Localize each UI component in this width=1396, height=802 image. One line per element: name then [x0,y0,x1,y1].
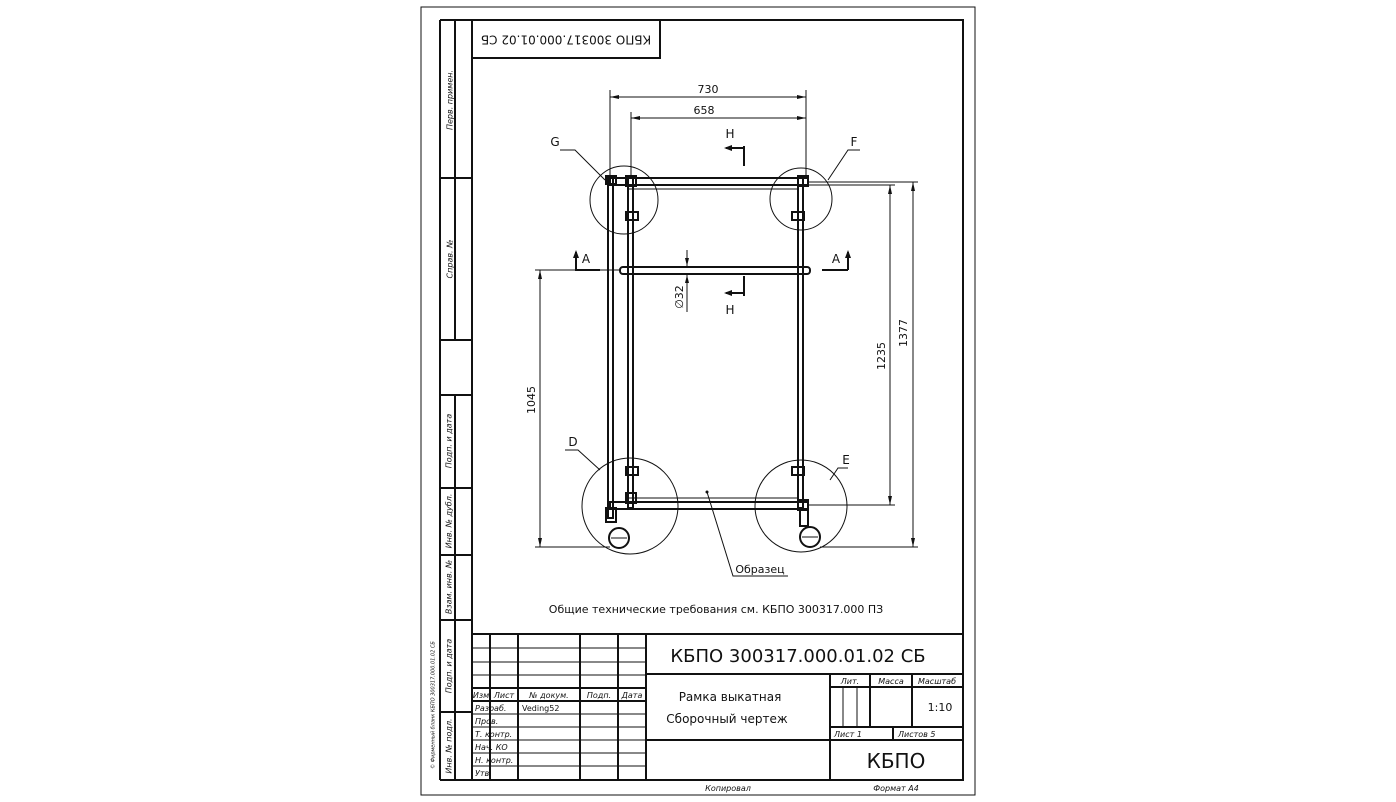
clamp [625,466,639,476]
rotated-code-box: КБПО 300317.000.01.02 СБ [471,19,661,59]
left-outer-rail [607,177,614,519]
sheet-border [420,6,976,796]
perv-primen-label: Перв. примен. [446,70,455,130]
role-utv: Утв. [475,769,492,778]
clamp [605,175,617,185]
clamp [625,492,637,504]
scale-label: Масштаб [918,677,956,686]
dim-658: 658 [694,104,715,117]
role-n-kontr: Н. контр. [475,756,513,765]
role-razrab: Разраб. [475,704,506,713]
detail-circle-D [581,457,679,555]
role-prov: Пров. [475,717,498,726]
scale-value: 1:10 [928,701,953,714]
frame-drawing: G F D E [550,135,860,555]
lit-label: Лит. [840,677,859,686]
podp-data-label-2: Подп. и дата [445,639,454,694]
designation: КБПО 300317.000.01.02 СБ [670,646,925,667]
wheel [799,526,821,548]
detail-circle-E [754,459,848,553]
podp-data-label-1: Подп. и дата [445,414,454,469]
detail-circle-G [589,165,659,235]
sample-label: Образец [735,563,784,576]
section-A-left: A [582,252,591,266]
clamp [625,211,639,221]
section-A-right: A [832,252,841,266]
dim-1235: 1235 [875,342,888,370]
sample-callout: Образец [705,490,788,577]
label-E: E [842,453,850,467]
developer-name: Veding52 [522,704,559,713]
rotated-code: КБПО 300317.000.01.02 СБ [481,33,651,47]
dim-1377: 1377 [897,319,910,347]
copied-label: Копировал [705,784,751,793]
dim-d32: ∅32 [673,285,686,309]
name-line2: Сборочный чертеж [666,712,788,726]
section-markers: A A H H [573,127,851,317]
clamp [791,466,805,476]
clamp [791,211,805,221]
org-name: КБПО [867,749,926,773]
label-F: F [851,135,858,149]
dim-1045: 1045 [525,386,538,414]
label-G: G [550,135,559,149]
role-t-kontr: Т. контр. [475,730,512,739]
col-list: Лист [493,691,515,700]
mass-label: Масса [878,677,904,686]
col-doc-no: № докум. [528,691,568,700]
middle-crossbar [619,266,811,275]
col-izm: Изм [473,691,489,700]
name-line1: Рамка выкатная [679,690,782,704]
tiny-note: © Фирменный бланк КБПО 300317.000.01.02 … [430,641,437,769]
clamp [605,507,617,523]
right-rail [797,177,804,509]
col-date: Дата [621,691,643,700]
col-sign: Подп. [587,691,611,700]
sheet-label: Лист 1 [833,730,862,739]
role-nach-ko: Нач. КО [475,743,508,752]
section-H-bottom: H [725,303,734,317]
inv-dubl-label: Инв. № дубл. [445,494,454,549]
clamp [799,509,809,527]
dim-730: 730 [698,83,719,96]
format-label: Формат А4 [873,784,919,793]
detail-circle-F [769,167,833,231]
label-D: D [568,435,577,449]
section-H-top: H [725,127,734,141]
title-block [471,633,964,781]
clamp [797,175,809,187]
side-columns: Перв. примен. Справ. № Подп. и дата Инв.… [430,19,472,781]
inv-podl-label: Инв. № подл. [445,718,454,773]
bottom-crossbar [609,501,809,510]
sprav-no-label: Справ. № [446,240,455,279]
dimensions: 730 658 1235 1377 1045 ∅32 [525,83,918,548]
top-crossbar [609,177,809,186]
tech-note: Общие технические требования см. КБПО 30… [549,603,883,616]
vzam-inv-label: Взам. инв. № [445,560,454,614]
wheel [608,527,630,549]
sheets-label: Листов 5 [897,730,936,739]
